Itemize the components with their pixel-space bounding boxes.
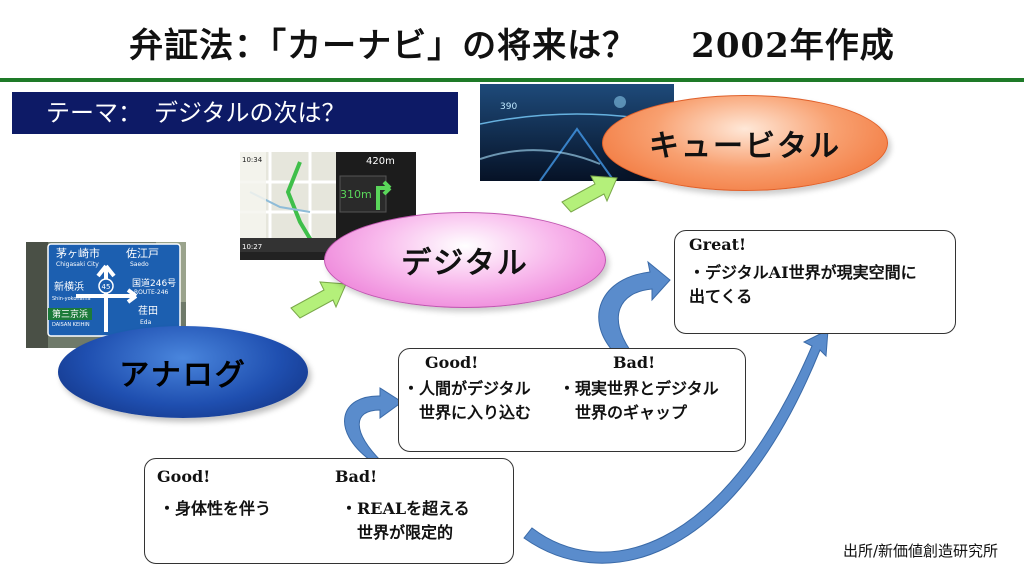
sign-l3: 新横浜 — [54, 280, 84, 293]
curve-arrow-digital-box-to-great — [598, 260, 671, 351]
stage-cubital: キュービタル — [602, 95, 888, 191]
sign-l1: 茅ヶ崎市 — [56, 246, 100, 260]
navi-dist2: 310m — [340, 188, 372, 201]
title-main: 弁証法：「カーナビ」の将来は？ — [129, 26, 638, 66]
hud-value: 390 — [500, 102, 517, 112]
sign-l4b: ROUTE-246 — [134, 289, 169, 296]
theme-banner: テーマ： デジタルの次は？ — [12, 92, 458, 134]
road-sign-graphic: 45 茅ヶ崎市 佐江戸 Chigasaki City Saedo 新横浜 国道2… — [26, 242, 186, 348]
curve-arrow-analog-to-digital-box — [344, 387, 403, 463]
sign-l5b: 荏田 — [138, 305, 158, 317]
analog-good-text: ・身体性を伴う — [159, 499, 272, 518]
great-label: Great! — [689, 235, 747, 254]
sign-l5: 第三京浜 — [52, 308, 88, 320]
title-year: 2002年作成 — [691, 26, 895, 66]
long-arc-arrow-to-great — [523, 329, 829, 564]
slide-title: 弁証法：「カーナビ」の将来は？ 2002年作成 — [0, 18, 1024, 67]
navi-clock: 10:27 — [242, 243, 262, 251]
digital-good-label: Good! — [425, 353, 479, 372]
navi-time: 10:34 — [242, 156, 263, 164]
sign-l6b: Eda — [140, 319, 152, 326]
sign-l4: Shin-yokohama — [52, 296, 91, 302]
great-box: Great! ・デジタルAI世界が現実空間に 出てくる — [674, 230, 956, 334]
analog-bad-text: ・REALを超える 世界が限定的 — [341, 499, 470, 542]
great-text: ・デジタルAI世界が現実空間に 出てくる — [689, 263, 917, 306]
analog-bad-label: Bad! — [335, 467, 378, 486]
stage-analog: アナログ — [58, 326, 308, 418]
sign-l6: DAISAN KEIHIN — [52, 322, 90, 328]
green-arrow-digital-to-cubital — [561, 175, 618, 213]
title-divider — [0, 78, 1024, 82]
sign-route: 45 — [102, 283, 111, 291]
digital-evaluation-box: Good! Bad! ・人間がデジタル 世界に入り込む ・現実世界とデジタル 世… — [398, 348, 746, 452]
digital-bad-label: Bad! — [613, 353, 656, 372]
stage-digital: デジタル — [324, 212, 606, 308]
analog-evaluation-box: Good! Bad! ・身体性を伴う ・REALを超える 世界が限定的 — [144, 458, 514, 564]
sign-l2: Chigasaki City — [56, 261, 99, 268]
analog-good-label: Good! — [157, 467, 211, 486]
digital-good-text: ・人間がデジタル 世界に入り込む — [403, 379, 532, 422]
sign-l3b: 国道246号 — [132, 277, 176, 289]
source-credit: 出所/新価値創造研究所 — [842, 542, 998, 560]
sign-l1b: 佐江戸 — [126, 246, 159, 260]
digital-bad-text: ・現実世界とデジタル 世界のギャップ — [559, 379, 719, 422]
navi-dist1: 420m — [366, 156, 395, 167]
green-arrow-analog-to-digital — [290, 281, 347, 319]
sign-l2b: Saedo — [130, 261, 149, 268]
